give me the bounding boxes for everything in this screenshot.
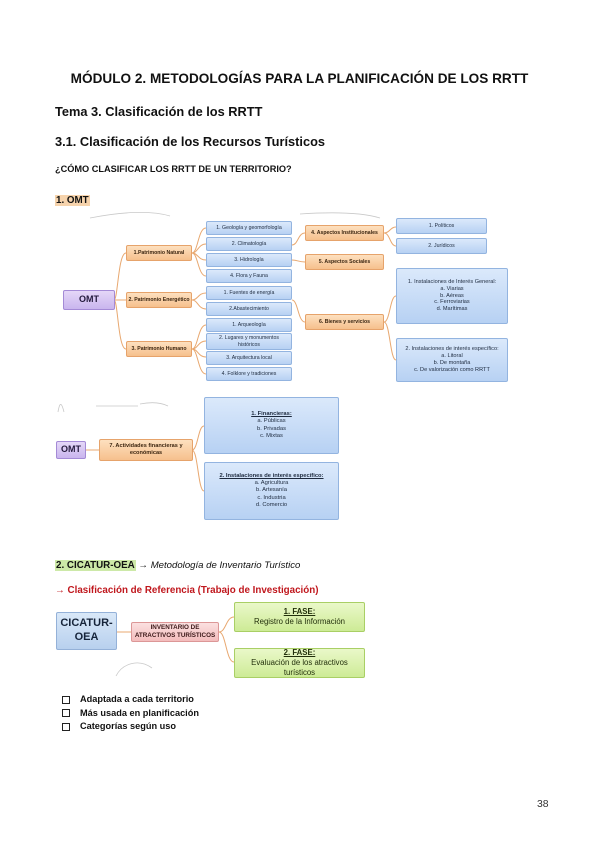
leaf-item: a. Viarias bbox=[440, 285, 464, 292]
leaf-label: 2. Jurídicos bbox=[428, 242, 455, 249]
cicatur-heading-text: 2. CICATUR-OEA bbox=[55, 560, 136, 571]
leaf-arquitectura-local: 3. Arquitectura local bbox=[206, 351, 292, 365]
checklist-item: Más usada en planificación bbox=[62, 707, 199, 721]
omt-heading: 1. OMT bbox=[55, 190, 90, 208]
branch-label: 6. Bienes y servicios bbox=[318, 318, 371, 325]
leaf-instalaciones-especifico-2: 2. Instalaciones de interés específico: … bbox=[204, 462, 339, 520]
checkbox-icon bbox=[62, 709, 70, 718]
leaf-label: 3. Hidrología bbox=[234, 256, 264, 263]
leaf-label: 2. Lugares y monumentos históricos bbox=[219, 335, 279, 348]
branch-aspectos-institucionales: 4. Aspectos Institucionales bbox=[305, 225, 384, 241]
leaf-flora-fauna: 4. Flora y Fauna bbox=[206, 269, 292, 283]
phase2-node: 2. FASE: Evaluación de los atractivos tu… bbox=[234, 648, 365, 678]
leaf-title: 1. Financieras: bbox=[251, 411, 292, 418]
root-label: CICATUR- bbox=[60, 617, 113, 630]
branch-label: 4. Aspectos Institucionales bbox=[311, 229, 378, 236]
branch-patrimonio-humano: 3. Patrimonio Humano bbox=[126, 341, 192, 357]
checklist-label: Adaptada a cada territorio bbox=[80, 694, 194, 704]
leaf-item: a. Litoral bbox=[441, 353, 463, 360]
branch-label: 1.Patrimonio Natural bbox=[133, 249, 185, 256]
leaf-folklore: 4. Folklore y tradiciones bbox=[206, 367, 292, 381]
leaf-label: 1. Arqueología bbox=[232, 321, 266, 328]
checklist-item: Categorías según uso bbox=[62, 720, 199, 734]
leaf-abastecimiento: 2.Abastecimiento bbox=[206, 302, 292, 316]
subsection-heading: 3.1. Clasificación de los Recursos Turís… bbox=[55, 134, 326, 149]
leaf-item: b. Artesanía bbox=[256, 487, 287, 494]
branch-bienes-servicios: 6. Bienes y servicios bbox=[305, 314, 384, 330]
leaf-fuentes-energia: 1. Fuentes de energía bbox=[206, 286, 292, 300]
checklist-label: Categorías según uso bbox=[80, 721, 176, 731]
leaf-item: c. Mixtas bbox=[260, 432, 283, 439]
root-label: OEA bbox=[74, 631, 99, 643]
leaf-label: 4. Folklore y tradiciones bbox=[221, 370, 277, 377]
branch-patrimonio-energetico: 2. Patrimonio Energético bbox=[126, 292, 192, 308]
checklist-item: Adaptada a cada territorio bbox=[62, 693, 199, 707]
inventario-label: INVENTARIO DE bbox=[150, 624, 200, 632]
arrow-icon: → bbox=[138, 560, 149, 571]
leaf-arqueologia: 1. Arqueología bbox=[206, 318, 292, 332]
phase-text: Registro de la Información bbox=[253, 617, 345, 626]
leaf-label: 1. Fuentes de energía bbox=[223, 289, 275, 296]
branch-label: 5. Aspectos Sociales bbox=[318, 258, 371, 265]
leaf-hidrologia: 3. Hidrología bbox=[206, 253, 292, 267]
leaf-politicos: 1. Políticos bbox=[396, 218, 487, 234]
cicatur-root-node: CICATUR- OEA bbox=[56, 612, 117, 650]
checkbox-icon bbox=[62, 695, 70, 704]
omt-root-node: OMT bbox=[63, 290, 115, 310]
checklist-label: Más usada en planificación bbox=[80, 707, 199, 718]
leaf-item: b. Privadas bbox=[257, 425, 286, 432]
phase1-node: 1. FASE: Registro de la Información bbox=[234, 602, 365, 632]
omt-root-label: OMT bbox=[79, 294, 99, 305]
inventario-node: INVENTARIO DE ATRACTIVOS TURÍSTICOS bbox=[131, 622, 219, 642]
phase-title: 1. FASE: bbox=[283, 607, 316, 617]
leaf-item: a. Públicas bbox=[257, 418, 286, 425]
cicatur-subtitle: Metodología de Inventario Turístico bbox=[150, 560, 301, 571]
leaf-item: c. Ferroviarias bbox=[434, 299, 470, 306]
leaf-label: 1. Políticos bbox=[428, 222, 455, 229]
leaf-item: c. Industria bbox=[257, 494, 286, 501]
leaf-financieras: 1. Financieras: a. Públicas b. Privadas … bbox=[204, 397, 339, 454]
branch-label: 7. Actividades financieras y económicas bbox=[109, 443, 183, 456]
page-number: 38 bbox=[537, 799, 549, 810]
branch-aspectos-sociales: 5. Aspectos Sociales bbox=[305, 254, 384, 270]
branch-label: 2. Patrimonio Energético bbox=[128, 296, 190, 303]
omt-root-label: OMT bbox=[61, 444, 81, 455]
leaf-title: 2. Instalaciones de interés específico: bbox=[219, 472, 324, 479]
phase-text: Evaluación de los atractivos turísticos bbox=[251, 658, 348, 677]
leaf-climatologia: 2. Climatología bbox=[206, 237, 292, 251]
feature-checklist: Adaptada a cada territorio Más usada en … bbox=[62, 693, 199, 734]
branch-label: 3. Patrimonio Humano bbox=[131, 345, 187, 352]
leaf-label: 2.Abastecimiento bbox=[229, 305, 269, 312]
leaf-juridicos: 2. Jurídicos bbox=[396, 238, 487, 254]
leaf-item: c. De valorización como RRTT bbox=[414, 366, 490, 373]
leaf-title: 1. Instalaciones de Interés General: bbox=[407, 278, 497, 285]
leaf-label: 3. Arquitectura local bbox=[226, 354, 272, 361]
omt-root-node-2: OMT bbox=[56, 441, 86, 459]
leaf-label: 1. Geología y geomorfología bbox=[216, 224, 282, 231]
leaf-lugares-monumentos: 2. Lugares y monumentos históricos bbox=[206, 333, 292, 350]
question-heading: ¿CÓMO CLASIFICAR LOS RRTT DE UN TERRITOR… bbox=[55, 164, 292, 174]
leaf-label: 2. Climatología bbox=[231, 240, 267, 247]
omt-heading-text: 1. OMT bbox=[55, 195, 90, 206]
branch-patrimonio-natural: 1.Patrimonio Natural bbox=[126, 245, 192, 261]
tema-heading: Tema 3. Clasificación de los RRTT bbox=[55, 104, 263, 119]
leaf-instalaciones-interes-general: 1. Instalaciones de Interés General: a. … bbox=[396, 268, 508, 324]
leaf-item: d. Marítimas bbox=[436, 306, 468, 313]
leaf-geologia: 1. Geología y geomorfología bbox=[206, 221, 292, 235]
page-title: MÓDULO 2. METODOLOGÍAS PARA LA PLANIFICA… bbox=[70, 71, 529, 86]
leaf-instalaciones-interes-especifico: 2. Instalaciones de interés específico: … bbox=[396, 338, 508, 382]
leaf-title: 2. Instalaciones de interés específico: bbox=[405, 346, 499, 353]
branch-actividades-financieras: 7. Actividades financieras y económicas bbox=[99, 439, 193, 461]
leaf-label: 4. Flora y Fauna bbox=[230, 272, 268, 279]
inventario-label: ATRACTIVOS TURÍSTICOS bbox=[134, 632, 216, 639]
leaf-item: a. Agricultura bbox=[254, 480, 289, 487]
cicatur-heading: 2. CICATUR-OEA → Metodología de Inventar… bbox=[55, 560, 300, 571]
leaf-item: d. Comercio bbox=[255, 501, 288, 508]
phase-title: 2. FASE: bbox=[283, 648, 316, 658]
leaf-item: b. Aéreas bbox=[440, 292, 464, 299]
reference-line: → Clasificación de Referencia (Trabajo d… bbox=[55, 585, 319, 596]
leaf-item: b. De montaña bbox=[433, 360, 471, 366]
checkbox-icon bbox=[62, 722, 70, 731]
